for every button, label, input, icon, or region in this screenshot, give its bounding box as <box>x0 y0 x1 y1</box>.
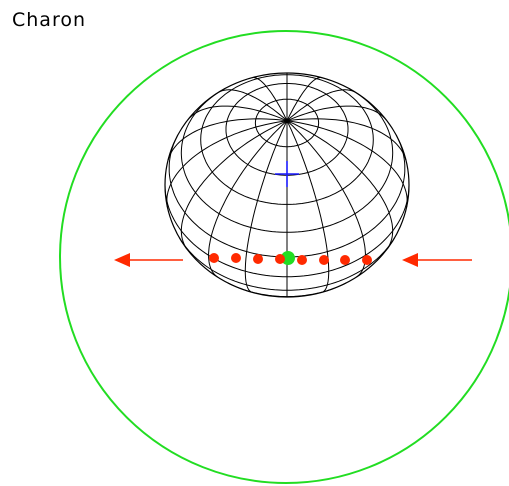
grid-line <box>286 77 322 122</box>
right-arrow-icon <box>402 253 472 267</box>
grid-line <box>180 88 394 233</box>
grid-line <box>286 89 356 122</box>
center-marker <box>275 161 299 187</box>
outer-ring <box>59 30 509 484</box>
charon-globe <box>164 72 410 298</box>
grid-line <box>286 120 330 293</box>
grid-line <box>286 105 387 122</box>
grid-line <box>166 120 288 208</box>
chord-point <box>297 255 307 265</box>
grid-line <box>187 105 288 122</box>
grid-line <box>208 120 288 278</box>
grid-line <box>180 120 288 249</box>
chord-point <box>231 253 241 263</box>
center-point <box>281 251 295 265</box>
chord-points <box>209 253 372 265</box>
grid-line <box>286 118 407 161</box>
globe-grid <box>164 73 410 298</box>
chord-point <box>362 255 372 265</box>
grid-line <box>286 120 394 249</box>
chord-point <box>253 254 263 264</box>
chord-point <box>340 255 350 265</box>
grid-line <box>218 89 288 122</box>
grid-line <box>244 120 288 293</box>
chord-point <box>209 253 219 263</box>
grid-line <box>167 118 288 161</box>
left-arrow-icon <box>114 253 183 267</box>
grid-line <box>286 120 408 208</box>
chord-point <box>319 255 329 265</box>
body-name-label: Charon <box>12 9 87 31</box>
chord-point <box>275 254 285 264</box>
grid-line <box>164 184 410 278</box>
globe-limb <box>164 72 410 298</box>
grid-line <box>252 77 288 122</box>
grid-line <box>286 120 366 278</box>
